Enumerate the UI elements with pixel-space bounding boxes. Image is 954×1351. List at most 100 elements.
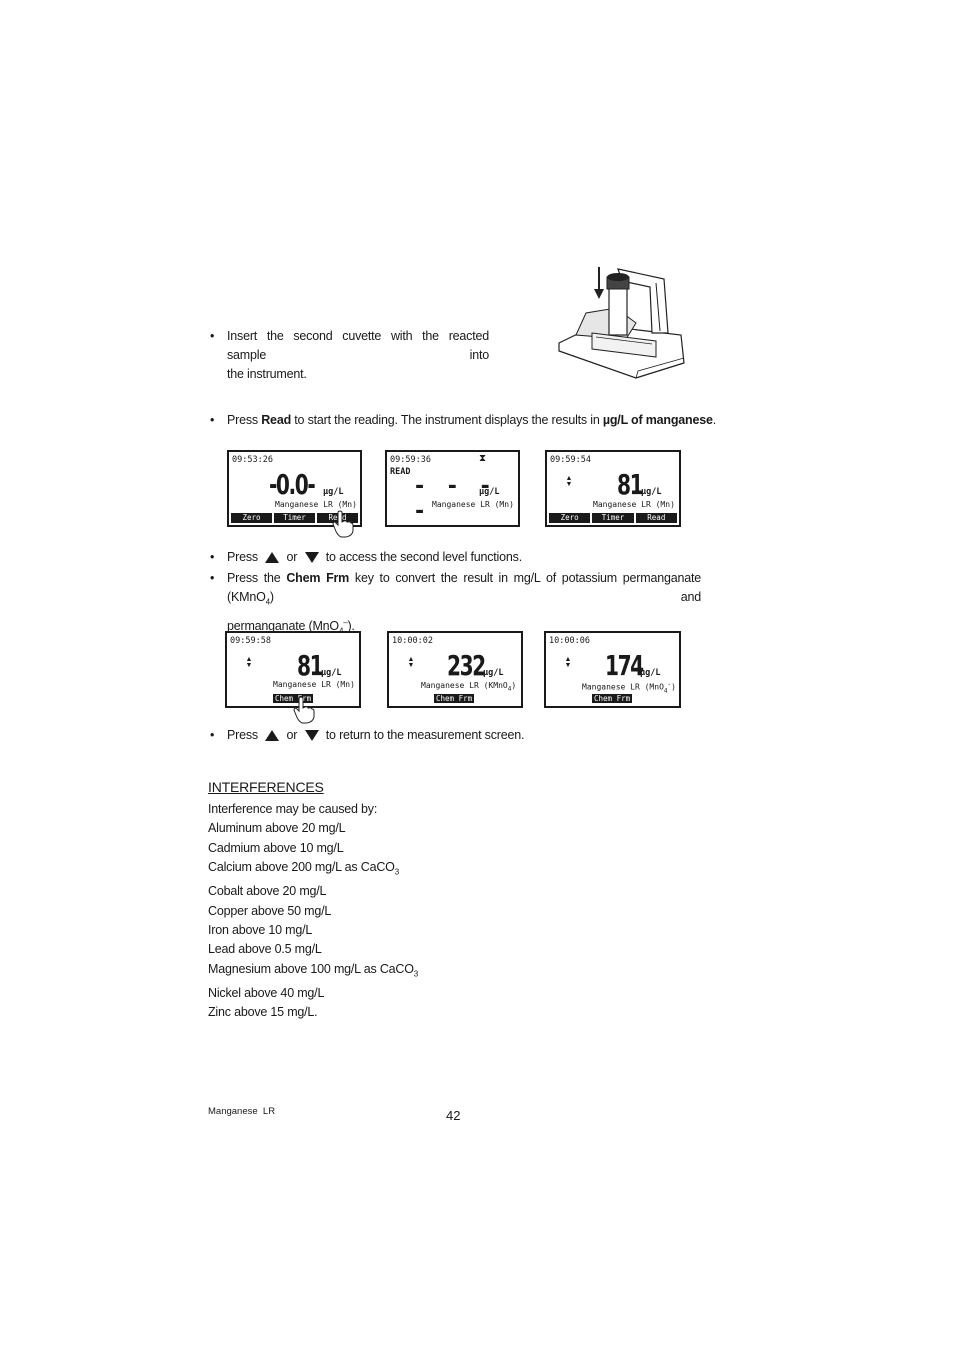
step-insert-line1: Insert the second cuvette with the react…: [227, 329, 489, 362]
step-chem-frm-line2-suffix: ).: [347, 618, 355, 633]
softkey-chem-frm[interactable]: Chem Frm: [273, 694, 314, 703]
list-item: Calcium above 200 mg/L as CaCO3: [208, 858, 418, 882]
lcd-unit: µg/L: [321, 668, 342, 678]
lcd-parameter-text: Manganese LR (KMnO: [421, 681, 508, 690]
step-chem-frm-prefix: Press the: [227, 571, 287, 585]
lcd-parameter-sup: -: [667, 681, 672, 688]
triangle-up-icon: [265, 730, 280, 742]
bullet-icon: •: [210, 550, 215, 564]
list-item: Iron above 10 mg/L: [208, 921, 418, 940]
lcd-unit: µg/L: [323, 487, 344, 497]
list-item-text: Cadmium above 10 mg/L: [208, 840, 344, 855]
lcd-parameter-sub: 4: [507, 685, 512, 693]
list-item-text: Lead above 0.5 mg/L: [208, 942, 322, 957]
softkey-zero[interactable]: Zero: [549, 513, 591, 523]
bullet-icon: •: [210, 728, 215, 742]
lcd-time: 10:00:02: [392, 636, 433, 646]
list-item: Aluminum above 20 mg/L: [208, 819, 418, 838]
step-chem-frm-middle: key to convert the result in mg/L of pot…: [227, 571, 701, 604]
chem-frm-key-label: Chem Frm: [286, 571, 350, 585]
triangle-down-icon: [304, 552, 319, 564]
instrument-cuvette-illustration: [558, 267, 685, 379]
softkey-read[interactable]: Read: [635, 513, 677, 523]
lcd-unit: µg/L: [483, 668, 504, 678]
step-return-prefix: Press: [227, 728, 262, 742]
list-item-text: Cobalt above 20 mg/L: [208, 884, 327, 899]
lcd-parameter: Manganese LR (Mn): [593, 500, 675, 509]
hourglass-icon: ⧗: [479, 453, 487, 464]
list-item-text: Nickel above 40 mg/L: [208, 985, 325, 1000]
step-press-read: Press Read to start the reading. The ins…: [227, 411, 716, 430]
updown-arrows-icon: ▲▼: [407, 656, 415, 669]
list-item-text: Magnesium above 100 mg/L as CaCO: [208, 961, 414, 976]
lcd-screen-chem-mno4: 10:00:06 ▲▼ 174 µg/L Manganese LR (MnO4-…: [544, 631, 681, 708]
lcd-time: 10:00:06: [549, 636, 590, 646]
step-press-read-prefix: Press: [227, 413, 262, 427]
bullet-icon: •: [210, 329, 215, 343]
updown-arrows-icon: ▲▼: [565, 475, 573, 488]
softkey-timer[interactable]: Timer: [592, 513, 634, 523]
step-second-level-prefix: Press: [227, 550, 262, 564]
list-item-sub: 3: [394, 867, 399, 877]
step-chem-frm-sub2: 4: [339, 626, 343, 635]
list-item-text: Aluminum above 20 mg/L: [208, 821, 346, 836]
list-item-text: Calcium above 200 mg/L as CaCO: [208, 860, 395, 875]
footer-section-label: Manganese LR: [208, 1106, 276, 1117]
lcd-parameter: Manganese LR (Mn): [273, 680, 355, 689]
result-unit-label: µg/L of manganese: [602, 413, 713, 427]
lcd-value: 174: [605, 649, 644, 682]
lcd-screen-reading: 09:59:36 READ ⧗ - - - - µg/L Manganese L…: [385, 450, 520, 527]
step-chem-frm-middle2: ) and: [269, 590, 701, 604]
lcd-value: 232: [447, 649, 486, 682]
read-key-label: Read: [261, 413, 292, 427]
step-return-suffix: to return to the measurement screen.: [322, 728, 525, 742]
step-insert-line2: the instrument.: [227, 367, 307, 381]
lcd-value: 81: [297, 649, 324, 682]
lcd-value: - - - -: [415, 474, 498, 524]
softkey-timer[interactable]: Timer: [274, 513, 315, 523]
list-item: Cadmium above 10 mg/L: [208, 839, 418, 858]
lcd-parameter-text: Manganese LR (MnO: [582, 682, 664, 692]
lcd-screen-zero: 09:53:26 -0.0- µg/L Manganese LR (Mn) Ze…: [227, 450, 362, 538]
step-chem-frm: Press the Chem Frm key to convert the re…: [227, 569, 701, 640]
list-item-sub: 3: [413, 969, 418, 979]
softkey-zero[interactable]: Zero: [231, 513, 272, 523]
list-item: Magnesium above 100 mg/L as CaCO3: [208, 960, 418, 984]
lcd-parameter: Manganese LR (MnO4-): [582, 681, 676, 694]
list-item: Lead above 0.5 mg/L: [208, 940, 418, 959]
lcd-parameter: Manganese LR (KMnO4): [421, 681, 516, 693]
lcd-parameter: Manganese LR (Mn): [275, 500, 357, 509]
lcd-screen-result: 09:59:54 ▲▼ 81 µg/L Manganese LR (Mn) Ze…: [545, 450, 681, 527]
step-second-level-or: or: [283, 550, 301, 564]
lcd-parameter-sub: 4: [663, 687, 668, 695]
bullet-icon: •: [210, 571, 215, 585]
updown-arrows-icon: ▲▼: [564, 656, 572, 669]
page-number: 42: [446, 1108, 461, 1123]
step-chem-frm-line2: permanganate (MnO4–).: [227, 613, 701, 641]
lcd-time: 09:53:26: [232, 455, 273, 465]
step-second-level: Press or to access the second level func…: [227, 548, 522, 567]
lcd-mode: READ: [390, 467, 411, 477]
step-chem-frm-line1: Press the Chem Frm key to convert the re…: [227, 569, 701, 612]
pointing-hand-icon: [332, 510, 354, 538]
list-item-text: Copper above 50 mg/L: [208, 903, 332, 918]
lcd-parameter-end: ): [511, 681, 517, 690]
interferences-intro: Interference may be caused by:: [208, 802, 378, 816]
lcd-unit: µg/L: [479, 487, 500, 497]
lcd-value: -0.0-: [269, 468, 316, 501]
interferences-heading: INTERFERENCES: [208, 779, 324, 795]
softkey-chem-frm[interactable]: Chem Frm: [592, 694, 633, 703]
pointing-hand-icon: [293, 696, 315, 724]
lcd-screen-chem-kmno4: 10:00:02 ▲▼ 232 µg/L Manganese LR (KMnO4…: [387, 631, 523, 708]
softkey-chem-frm[interactable]: Chem Frm: [434, 694, 475, 703]
lcd-time: 09:59:54: [550, 455, 591, 465]
step-return: Press or to return to the measurement sc…: [227, 726, 524, 745]
lcd-time: 09:59:58: [230, 636, 271, 646]
lcd-unit: µg/L: [641, 487, 662, 497]
list-item: Copper above 50 mg/L: [208, 902, 418, 921]
lcd-time: 09:59:36: [390, 455, 431, 465]
lcd-parameter: Manganese LR (Mn): [432, 500, 514, 509]
step-press-read-middle: to start the reading. The instrument dis…: [291, 413, 603, 427]
step-chem-frm-line2-prefix: permanganate (MnO: [227, 618, 339, 633]
step-return-or: or: [283, 728, 301, 742]
